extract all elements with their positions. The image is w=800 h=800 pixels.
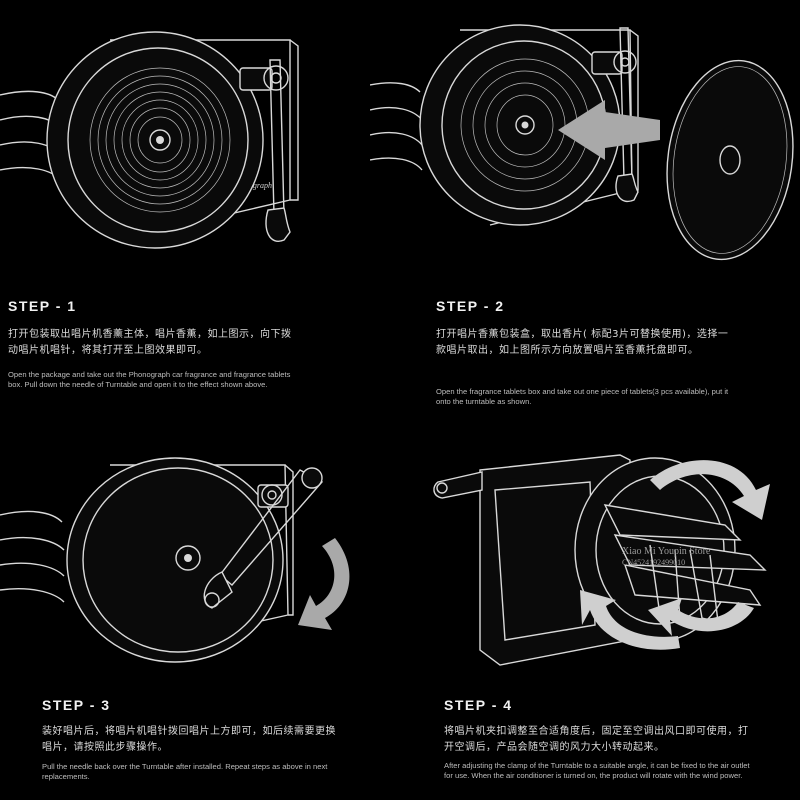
step1-illustration-icon: Phonograph [0, 31, 299, 249]
step-4-title: STEP - 4 [444, 697, 513, 713]
step-1-title: STEP - 1 [8, 298, 77, 314]
watermark: Xiao Mi Youpin Store CN4524192499010 [622, 546, 710, 568]
step-4-chinese-text: 将唱片机夹扣调整至合适角度后，固定至空调出风口即可使用，打开空调后，产品会随空调… [444, 726, 749, 753]
rotate-cw-arrows-icon [650, 460, 770, 520]
step-2-english-text: Open the fragrance tablets box and take … [436, 387, 729, 406]
step2-illustration-icon [370, 24, 794, 261]
watermark-store-name: Xiao Mi Youpin Store [622, 546, 711, 557]
step-2-chinese-text: 打开唱片香薰包装盒，取出香片( 标配3片可替换使用)，选择一款唱片取出，如上图所… [436, 329, 729, 356]
rotate-down-arrow-icon [298, 538, 350, 630]
step-3-chinese-text: 装好唱片后，将唱片机唱针拨回唱片上方即可，如后续需要更换唱片，请按照此步骤操作。 [42, 726, 336, 753]
step-2-title: STEP - 2 [436, 298, 505, 314]
step-1-chinese-text: 打开包装取出唱片机香薰主体，唱片香薰，如上图示，向下拨动唱片机唱针，将其打开至上… [8, 329, 292, 356]
step-1-english-text: Open the package and take out the Phonog… [8, 370, 291, 389]
step-3-english-text: Pull the needle back over the Turntable … [42, 762, 328, 781]
step3-illustration-icon: Phonograph [0, 457, 350, 663]
insert-arrow-icon [558, 100, 660, 160]
watermark-store-id: CN4524192499010 [622, 558, 686, 567]
step4-illustration-icon [433, 454, 770, 666]
step-4-english-text: After adjusting the clamp of the Turntab… [444, 761, 750, 780]
step-3-title: STEP - 3 [42, 697, 111, 713]
